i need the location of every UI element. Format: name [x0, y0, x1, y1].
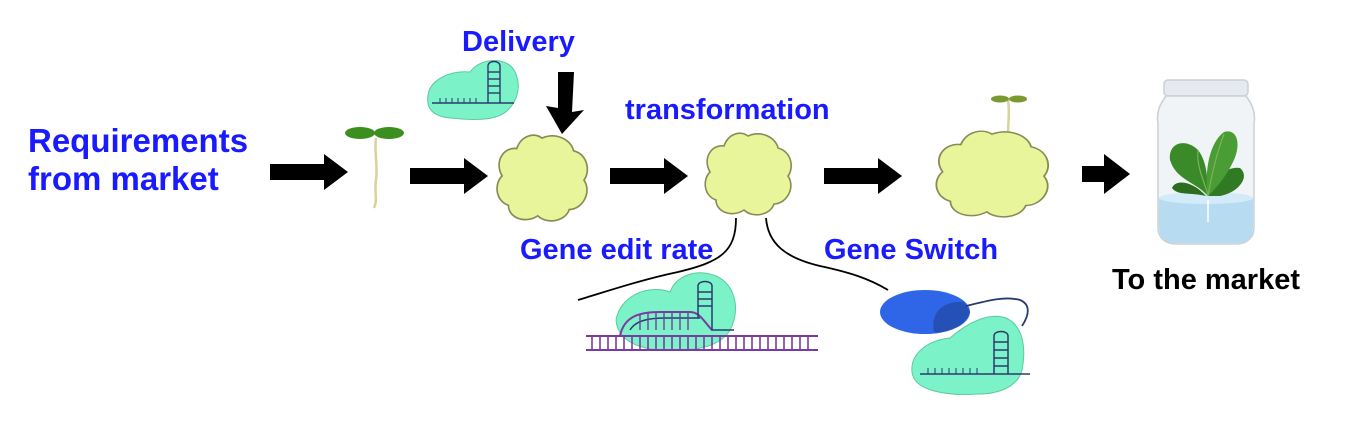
- gene-edit-rate-label: Gene edit rate: [520, 234, 714, 266]
- requirements-line-2: from market: [28, 160, 219, 197]
- to-the-market-label: To the market: [1112, 264, 1301, 296]
- jar-with-plant-icon: [1156, 79, 1256, 245]
- gene-editing-icon: [586, 272, 818, 351]
- connector-gene-edit: [577, 217, 737, 301]
- delivery-arrow: [546, 72, 584, 134]
- requirements-line-1: Requirements: [28, 122, 249, 159]
- arrow-2: [410, 158, 488, 194]
- callus-with-sprout-icon: [935, 95, 1050, 218]
- callus-icon-1: [496, 134, 589, 222]
- cas-protein-icon-delivery: [427, 60, 519, 121]
- seedling-icon: [345, 127, 404, 209]
- connector-gene-switch: [765, 217, 889, 291]
- arrow-4: [824, 158, 902, 194]
- requirements-label: Requirements from market: [28, 122, 248, 198]
- delivery-label: Delivery: [462, 26, 575, 58]
- gene-switch-label: Gene Switch: [824, 234, 999, 266]
- callus-icon-2: [704, 132, 792, 216]
- transformation-label: transformation: [625, 94, 830, 126]
- gene-switch-icon: [880, 290, 1030, 395]
- arrow-3: [610, 158, 688, 194]
- arrow-1: [270, 154, 348, 190]
- arrow-5: [1082, 154, 1130, 194]
